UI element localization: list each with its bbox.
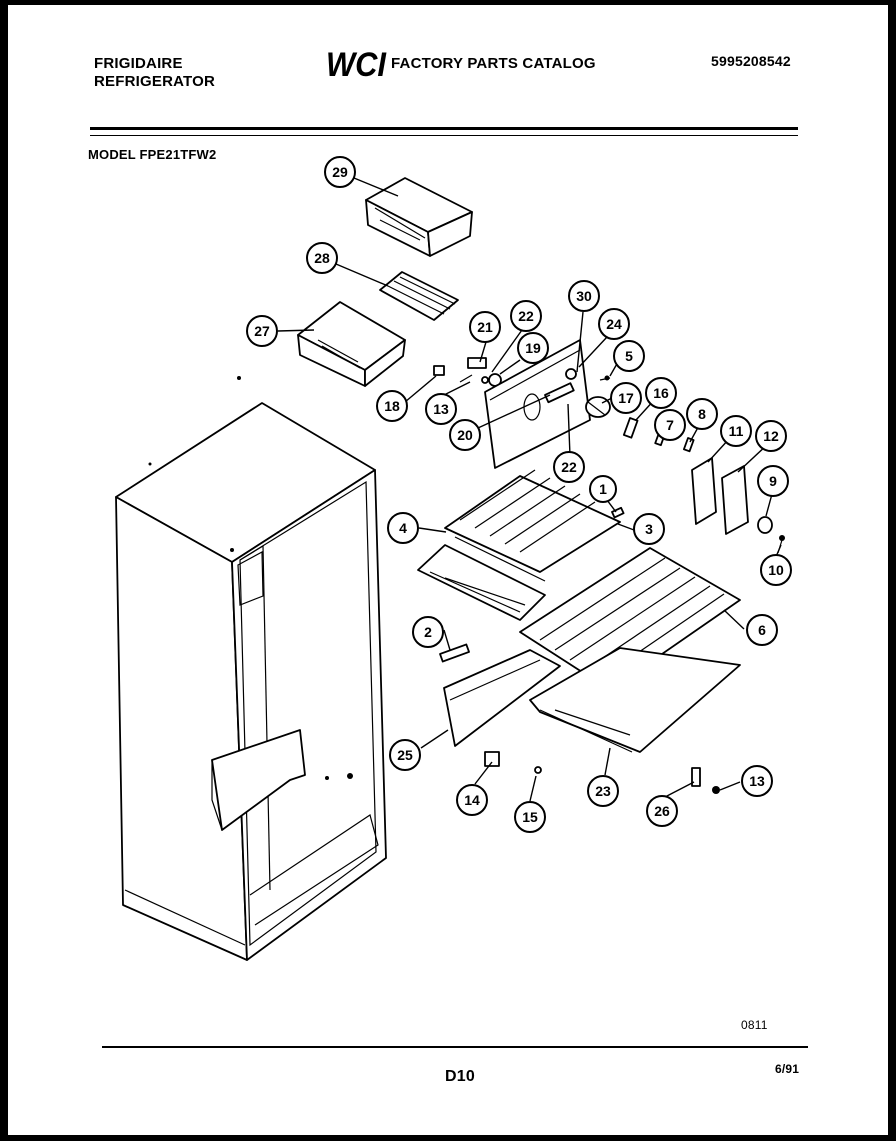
svg-text:25: 25 — [397, 747, 413, 763]
header-rule-thin — [90, 135, 798, 136]
svg-text:11: 11 — [729, 423, 744, 439]
svg-text:2: 2 — [424, 624, 432, 640]
callout-13-lower: 13 — [741, 765, 773, 797]
callout-11: 11 — [720, 415, 752, 447]
svg-text:17: 17 — [618, 390, 634, 406]
svg-text:28: 28 — [314, 250, 330, 266]
callout-4: 4 — [387, 512, 419, 544]
callout-21: 21 — [469, 311, 501, 343]
callout-22-upper: 22 — [510, 300, 542, 332]
svg-text:20: 20 — [457, 427, 473, 443]
logo-text: WCI — [326, 46, 387, 81]
brand-name: FRIGIDAIRE — [94, 55, 183, 72]
svg-text:13: 13 — [433, 401, 449, 417]
catalog-number: 5995208542 — [711, 53, 791, 69]
callout-25: 25 — [389, 739, 421, 771]
callout-26: 26 — [646, 795, 678, 827]
callout-23: 23 — [587, 775, 619, 807]
callout-17: 17 — [610, 382, 642, 414]
product-type: REFRIGERATOR — [94, 73, 216, 90]
cabinet — [115, 376, 387, 961]
callout-16: 16 — [645, 377, 677, 409]
callout-2: 2 — [412, 616, 444, 648]
revision-date: 6/91 — [775, 1062, 800, 1076]
footer-rule — [102, 1046, 808, 1048]
part-crisper-frame — [439, 643, 741, 794]
part-evaporator-cover — [484, 339, 611, 469]
wci-logo: WCI — [326, 46, 387, 81]
part-drawer — [297, 301, 406, 387]
svg-text:30: 30 — [576, 288, 592, 304]
callout-7: 7 — [654, 409, 686, 441]
svg-text:23: 23 — [595, 783, 611, 799]
svg-text:22: 22 — [561, 459, 577, 475]
svg-text:4: 4 — [399, 520, 407, 536]
callout-6: 6 — [746, 614, 778, 646]
svg-text:6: 6 — [758, 622, 766, 638]
callout-18: 18 — [376, 390, 408, 422]
svg-text:8: 8 — [698, 406, 706, 422]
callout-9: 9 — [757, 465, 789, 497]
part-crisper-tray — [365, 177, 473, 257]
svg-text:18: 18 — [384, 398, 400, 414]
svg-text:5: 5 — [625, 348, 633, 364]
svg-text:19: 19 — [525, 340, 541, 356]
callout-5: 5 — [613, 340, 645, 372]
header-rule — [90, 127, 798, 130]
leader-lines — [277, 177, 782, 802]
svg-text:13: 13 — [749, 773, 765, 789]
catalog-title: FACTORY PARTS CATALOG — [391, 55, 596, 72]
svg-text:9: 9 — [769, 473, 777, 489]
svg-text:1: 1 — [599, 481, 607, 497]
model-number: MODEL FPE21TFW2 — [88, 147, 217, 162]
callout-15: 15 — [514, 801, 546, 833]
callout-12: 12 — [755, 420, 787, 452]
part-freezer-shelf — [417, 469, 625, 621]
svg-text:15: 15 — [522, 809, 538, 825]
callout-19: 19 — [517, 332, 549, 364]
callout-24: 24 — [598, 308, 630, 340]
callout-1: 1 — [589, 475, 617, 503]
part-hardware-cluster — [433, 357, 502, 387]
svg-text:22: 22 — [518, 308, 534, 324]
page-number: D10 — [445, 1068, 475, 1085]
callout-10: 10 — [760, 554, 792, 586]
svg-text:14: 14 — [464, 792, 480, 808]
svg-text:26: 26 — [654, 803, 670, 819]
svg-text:7: 7 — [666, 417, 674, 433]
svg-text:16: 16 — [653, 385, 669, 401]
callout-13-upper: 13 — [425, 393, 457, 425]
callout-28: 28 — [306, 242, 338, 274]
svg-text:29: 29 — [332, 164, 348, 180]
svg-text:12: 12 — [763, 428, 779, 444]
callout-3: 3 — [633, 513, 665, 545]
svg-text:27: 27 — [254, 323, 270, 339]
callout-8: 8 — [686, 398, 718, 430]
svg-text:3: 3 — [645, 521, 653, 537]
part-ice-grille — [379, 271, 459, 321]
svg-text:21: 21 — [477, 319, 493, 335]
callout-30: 30 — [568, 280, 600, 312]
callout-27: 27 — [246, 315, 278, 347]
svg-text:10: 10 — [768, 562, 784, 578]
diagram-code: 0811 — [741, 1018, 768, 1032]
part-control-housing — [691, 457, 785, 554]
callout-29: 29 — [324, 156, 356, 188]
callout-22-lower: 22 — [553, 451, 585, 483]
callout-20: 20 — [449, 419, 481, 451]
callout-14: 14 — [456, 784, 488, 816]
svg-text:24: 24 — [606, 316, 622, 332]
